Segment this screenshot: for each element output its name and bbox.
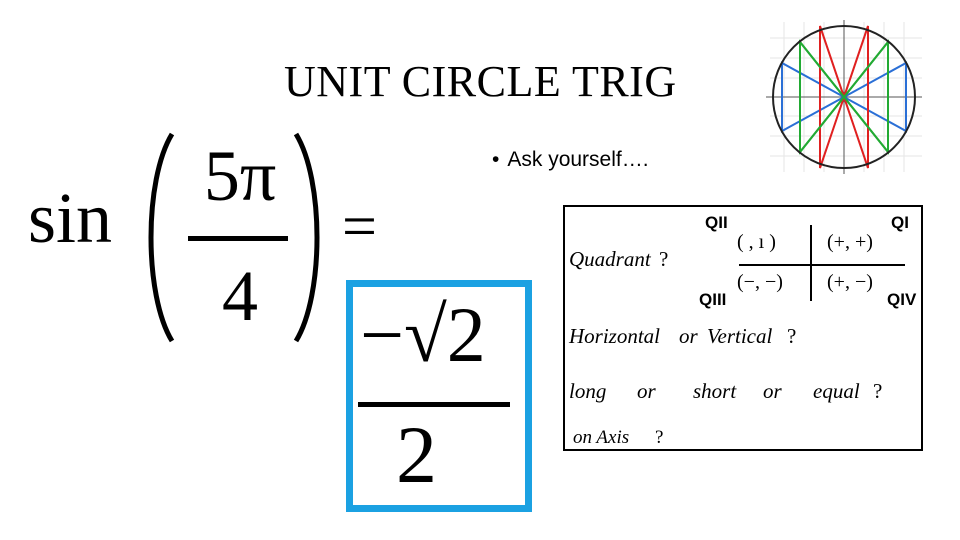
quadrant-qmark: ? bbox=[659, 247, 669, 271]
sign-qi: (+, +) bbox=[827, 231, 873, 253]
equal-text: equal bbox=[813, 379, 860, 403]
quadrant-horizontal-axis bbox=[739, 264, 905, 266]
on-axis-text: on Axis bbox=[573, 427, 630, 448]
on-axis-qmark: ? bbox=[655, 427, 664, 448]
quadrant-vertical-axis bbox=[810, 225, 812, 301]
equals-sign: = bbox=[342, 193, 377, 261]
label-qiii: QIII bbox=[699, 290, 727, 309]
or-text-1: or bbox=[637, 379, 656, 403]
long-text: long bbox=[569, 379, 607, 403]
answer-denominator: 2 bbox=[396, 409, 437, 500]
right-paren-icon bbox=[293, 132, 320, 343]
horiz-vert-qmark: ? bbox=[787, 324, 797, 348]
bullet-text: Ask yourself…. bbox=[507, 148, 649, 171]
quadrant-panel: QII QI QIII QIV ( , ı ) (+, +) (−, −) (+… bbox=[563, 205, 923, 451]
length-qmark: ? bbox=[873, 379, 883, 403]
horizontal-text: Horizontal bbox=[569, 324, 661, 348]
sign-qii: ( , ı ) bbox=[737, 231, 776, 253]
or-text-2: or bbox=[763, 379, 782, 403]
bullet-item: • Ask yourself…. bbox=[492, 148, 649, 172]
fraction-bar bbox=[188, 236, 288, 241]
answer-numerator: −√2 bbox=[360, 291, 486, 378]
or-text: or bbox=[679, 324, 698, 348]
sign-qiv: (+, −) bbox=[827, 271, 873, 293]
label-qi: QI bbox=[891, 213, 909, 232]
slide-title: UNIT CIRCLE TRIG bbox=[284, 57, 677, 106]
quadrant-text: Quadrant bbox=[569, 247, 651, 271]
label-qii: QII bbox=[705, 213, 728, 232]
answer-box bbox=[346, 280, 532, 512]
sin-function: sin bbox=[28, 178, 113, 258]
fraction-denominator: 4 bbox=[222, 256, 258, 336]
vertical-text: Vertical bbox=[707, 324, 773, 348]
left-paren-icon bbox=[148, 132, 175, 343]
label-qiv: QIV bbox=[887, 290, 917, 309]
unit-circle-diagram-icon bbox=[762, 18, 926, 176]
answer-fraction-bar bbox=[358, 402, 510, 407]
fraction-numerator: 5π bbox=[203, 136, 277, 216]
bullet-marker: • bbox=[492, 148, 500, 171]
short-text: short bbox=[693, 379, 737, 403]
sign-qiii: (−, −) bbox=[737, 271, 783, 293]
